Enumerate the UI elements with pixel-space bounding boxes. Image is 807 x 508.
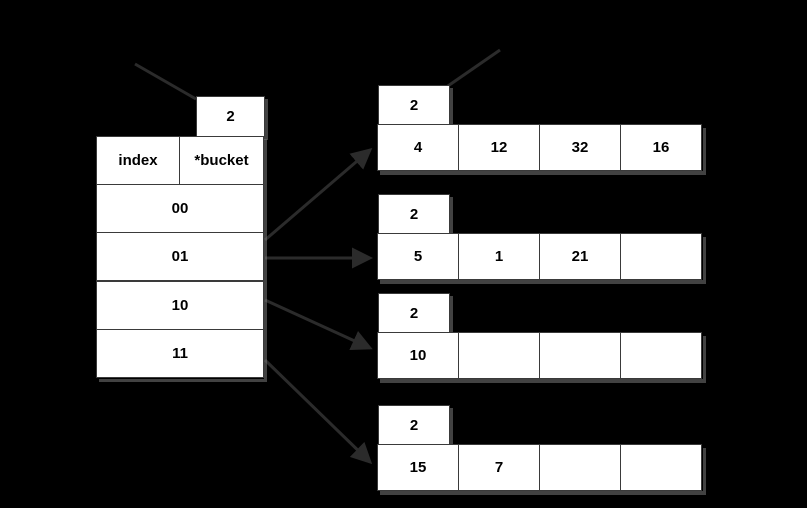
directory-row-01[interactable]: 01 (96, 232, 264, 281)
directory-row-01-index: 01 (171, 248, 189, 265)
connector-row-00 (264, 148, 373, 242)
directory-row-00[interactable]: 00 (96, 184, 264, 233)
directory-header-bucket-label: *bucket (194, 152, 249, 169)
bucket-0-array: 4 12 32 16 (377, 124, 703, 171)
bucket-0-depth-pointer-line (444, 48, 501, 90)
directory-row-10[interactable]: 10 (96, 281, 264, 330)
bucket-3-cell-1-value: 7 (494, 459, 504, 476)
bucket-2-cell-3[interactable] (620, 332, 702, 379)
directory-header-index: index (96, 136, 180, 185)
bucket-0-cell-2-value: 32 (571, 139, 589, 156)
connector-row-11 (263, 358, 373, 465)
bucket-1-cell-2-value: 21 (571, 248, 589, 265)
directory-header-bucket: *bucket (179, 136, 264, 185)
global-depth-pointer-line (134, 62, 197, 101)
bucket-0-cell-0-value: 4 (413, 139, 423, 156)
bucket-3-cell-2[interactable] (539, 444, 621, 491)
bucket-3-cell-1[interactable]: 7 (458, 444, 540, 491)
bucket-2-local-depth-value: 2 (409, 304, 419, 322)
bucket-0-cell-2[interactable]: 32 (539, 124, 621, 171)
bucket-1-cell-0-value: 5 (413, 248, 423, 265)
bucket-3-array: 15 7 (377, 444, 703, 491)
bucket-0-cell-3-value: 16 (652, 139, 670, 156)
bucket-2-cell-0-value: 10 (409, 347, 427, 364)
bucket-2-cell-0[interactable]: 10 (377, 332, 459, 379)
bucket-3-cell-3[interactable] (620, 444, 702, 491)
global-depth-value: 2 (226, 108, 235, 125)
connector-row-10 (264, 298, 373, 351)
bucket-2-cell-1[interactable] (458, 332, 540, 379)
bucket-1-cell-2[interactable]: 21 (539, 233, 621, 280)
bucket-0-local-depth-value: 2 (409, 96, 419, 114)
bucket-0-cell-1[interactable]: 12 (458, 124, 540, 171)
bucket-0-cell-3[interactable]: 16 (620, 124, 702, 171)
bucket-3-cell-0-value: 15 (409, 459, 427, 476)
directory-row-11-index: 11 (172, 345, 188, 362)
bucket-1-cell-1-value: 1 (494, 248, 504, 265)
directory-row-00-index: 00 (171, 200, 189, 217)
bucket-0-local-depth-box: 2 (378, 85, 450, 125)
bucket-3-local-depth-box: 2 (378, 405, 450, 445)
bucket-3-local-depth-value: 2 (409, 416, 419, 434)
directory-row-10-index: 10 (171, 297, 189, 314)
bucket-2-cell-2[interactable] (539, 332, 621, 379)
bucket-1-cell-0[interactable]: 5 (377, 233, 459, 280)
bucket-1-array: 5 1 21 (377, 233, 703, 280)
bucket-0-cell-1-value: 12 (490, 139, 508, 156)
directory-header-index-label: index (118, 152, 158, 169)
directory-table: index *bucket 00 01 10 11 (96, 136, 264, 379)
bucket-3-cell-0[interactable]: 15 (377, 444, 459, 491)
bucket-0-cell-0[interactable]: 4 (377, 124, 459, 171)
bucket-2-local-depth-box: 2 (378, 293, 450, 333)
bucket-1-local-depth-box: 2 (378, 194, 450, 234)
bucket-1-cell-1[interactable]: 1 (458, 233, 540, 280)
directory-row-11[interactable]: 11 (96, 329, 264, 378)
bucket-1-local-depth-value: 2 (409, 205, 419, 223)
bucket-1-cell-3[interactable] (620, 233, 702, 280)
global-depth-box: 2 (196, 96, 265, 137)
bucket-2-array: 10 (377, 332, 703, 379)
